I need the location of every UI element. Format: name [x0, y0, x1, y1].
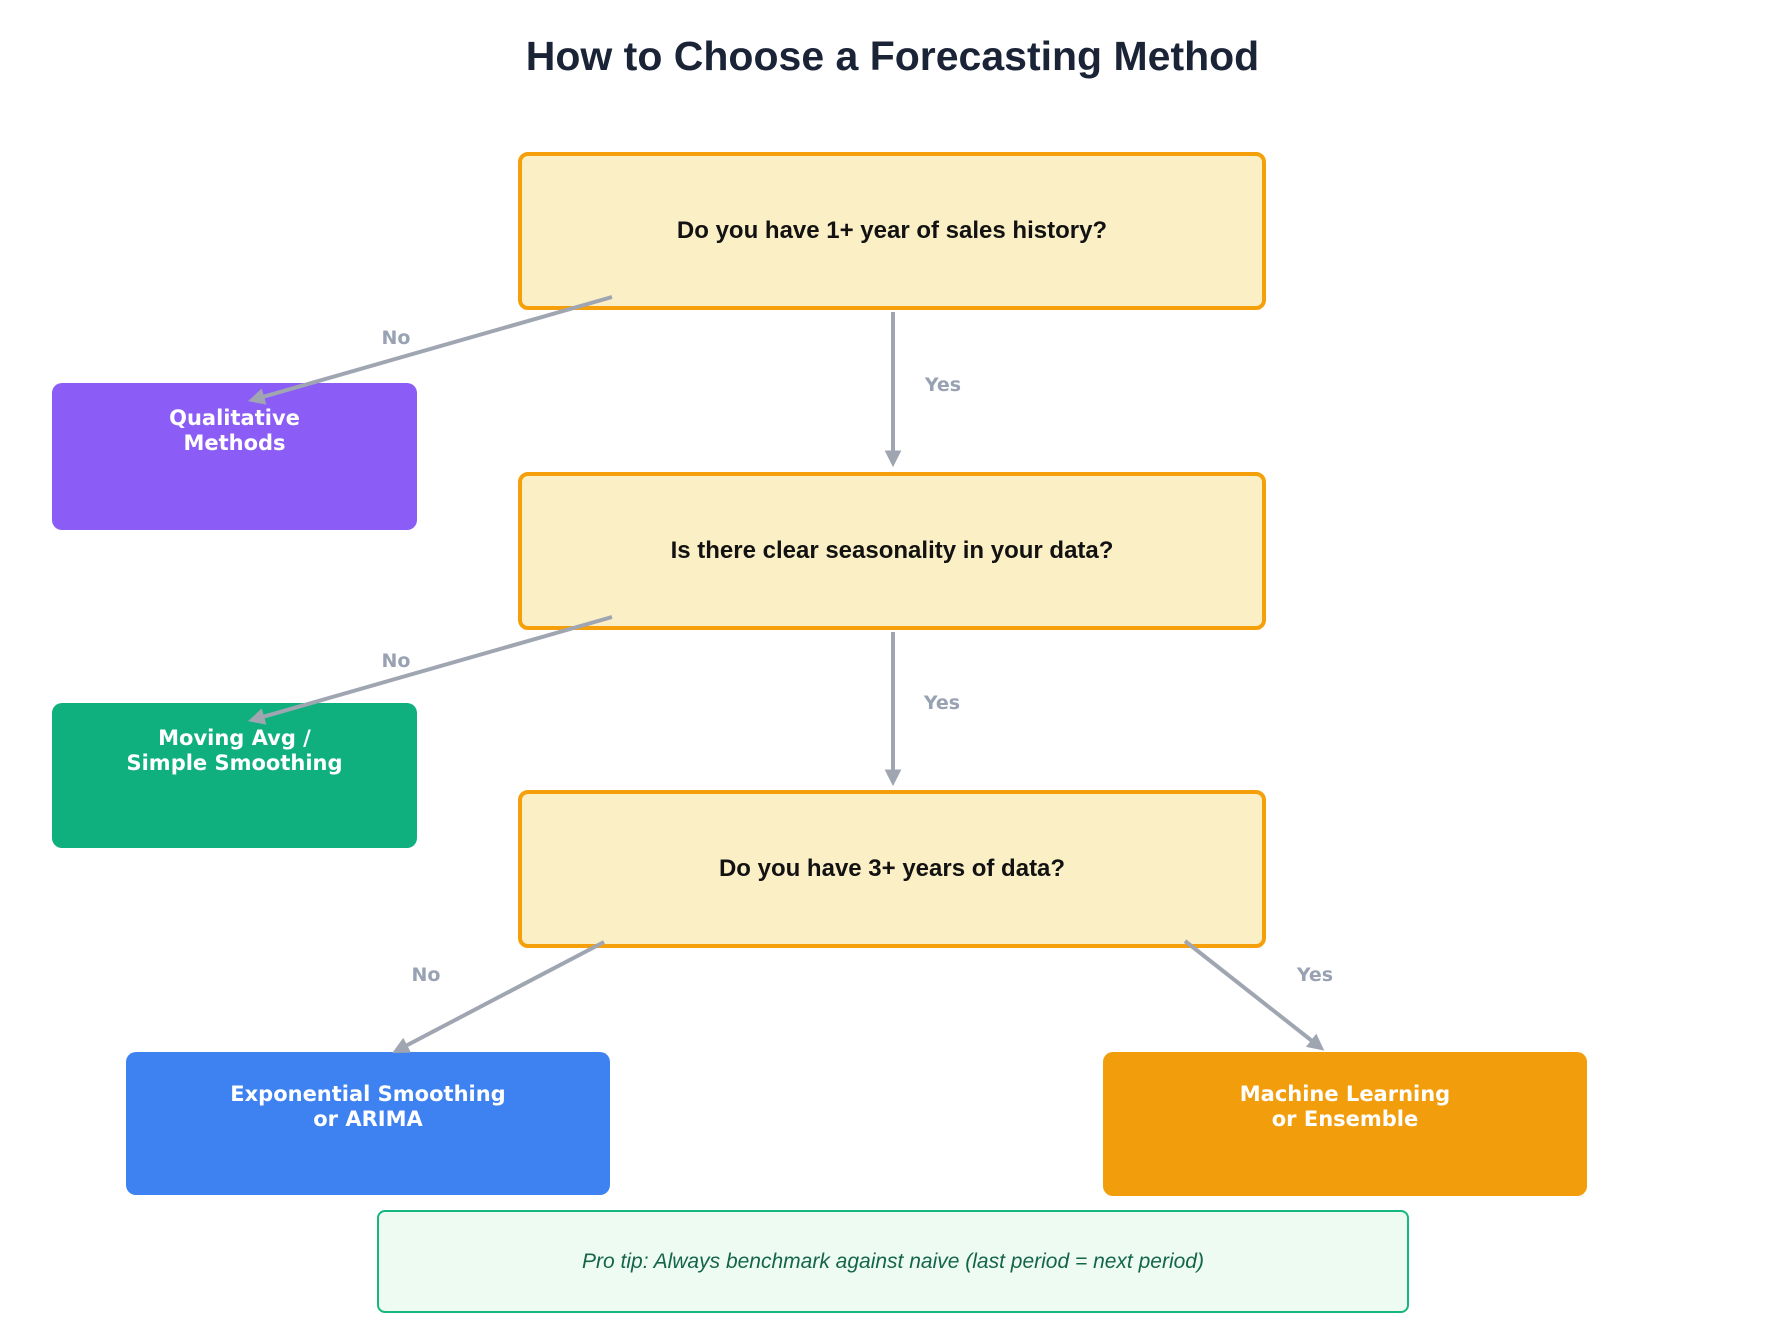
protip-box: Pro tip: Always benchmark against naive … — [377, 1210, 1409, 1313]
decision-q3-label: Do you have 3+ years of data? — [718, 855, 1066, 882]
edge-label-q2-no: No — [381, 650, 411, 672]
result-label-line: Machine Learning — [1239, 1082, 1451, 1106]
decision-q2-label: Is there clear seasonality in your data? — [670, 537, 1114, 564]
result-node-moving-average: Moving Avg / Simple Smoothing — [52, 703, 417, 848]
decision-node-sales-history: Do you have 1+ year of sales history? — [518, 152, 1266, 310]
result-label-line: or ARIMA — [313, 1106, 423, 1131]
decision-node-seasonality: Is there clear seasonality in your data? — [518, 472, 1266, 630]
result-label-line: Simple Smoothing — [126, 750, 343, 775]
protip-text: Pro tip: Always benchmark against naive … — [582, 1249, 1204, 1273]
edge-label-q2-yes: Yes — [923, 692, 961, 714]
arrow-q3-no — [392, 940, 605, 1053]
edge-label-q3-no: No — [411, 964, 441, 986]
page-title: How to Choose a Forecasting Method — [525, 33, 1260, 79]
decision-node-data-years: Do you have 3+ years of data? — [518, 790, 1266, 948]
result-node-exponential-smoothing: Exponential Smoothing or ARIMA — [126, 1052, 610, 1195]
result-label-line: Methods — [183, 430, 286, 455]
result-node-machine-learning: Machine Learning or Ensemble — [1103, 1052, 1587, 1196]
edge-label-q1-no: No — [381, 327, 411, 349]
result-node-qualitative-methods: Qualitative Methods — [52, 383, 417, 530]
result-label-line: or Ensemble — [1271, 1106, 1419, 1131]
result-label-line: Qualitative — [169, 406, 300, 430]
result-label-line: Moving Avg / — [158, 726, 311, 750]
arrow-q3-yes — [1183, 939, 1325, 1051]
edge-label-q3-yes: Yes — [1296, 964, 1334, 986]
decision-q1-label: Do you have 1+ year of sales history? — [676, 217, 1108, 244]
result-label-line: Exponential Smoothing — [230, 1082, 506, 1106]
edge-label-q1-yes: Yes — [924, 374, 962, 396]
